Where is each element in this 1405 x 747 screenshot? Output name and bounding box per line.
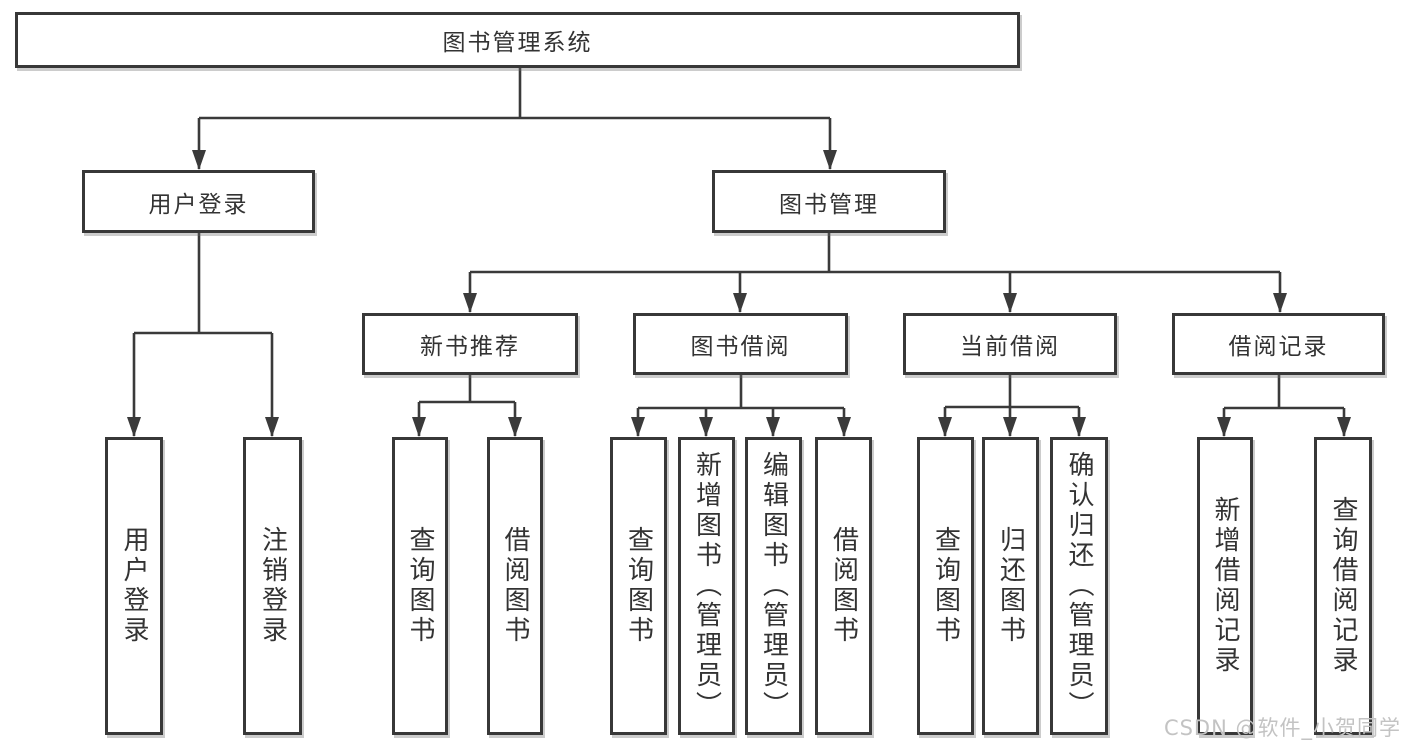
leaf-borrow-books-recommend: 借阅图书 (487, 437, 543, 735)
leaf-label: 新增借阅记录 (1210, 496, 1240, 676)
leaf-label: 借阅图书 (828, 526, 859, 646)
leaf-add-books-admin: 新增图书（管理员） (678, 437, 735, 735)
node-label: 借阅记录 (1228, 334, 1329, 360)
leaf-label: 编辑图书（管理员） (758, 451, 789, 721)
leaf-query-borrow-record: 查询借阅记录 (1314, 437, 1372, 735)
node-label: 图书管理系统 (442, 30, 593, 56)
node-label: 图书管理 (779, 191, 879, 218)
leaf-add-borrow-record: 新增借阅记录 (1197, 437, 1253, 735)
leaf-confirm-return-admin: 确认归还（管理员） (1050, 437, 1108, 735)
node-label: 新书推荐 (420, 334, 520, 360)
node-label: 图书借阅 (690, 334, 791, 360)
node-book-borrowing: 图书借阅 (633, 313, 848, 375)
node-current-borrowing: 当前借阅 (903, 313, 1117, 375)
leaf-label: 新增图书（管理员） (691, 451, 722, 721)
node-borrowing-records: 借阅记录 (1172, 313, 1385, 375)
leaf-borrow-books: 借阅图书 (815, 437, 872, 735)
node-label: 用户登录 (148, 191, 249, 218)
node-label: 当前借阅 (960, 334, 1060, 360)
leaf-user-login: 用户登录 (105, 437, 163, 735)
leaf-edit-books-admin: 编辑图书（管理员） (745, 437, 802, 735)
node-user-login-branch: 用户登录 (82, 170, 315, 233)
leaf-query-books-borrow: 查询图书 (610, 437, 667, 735)
node-book-management-branch: 图书管理 (712, 170, 946, 233)
leaf-label: 借阅图书 (500, 526, 530, 646)
leaf-logout: 注销登录 (243, 437, 302, 735)
leaf-label: 查询借阅记录 (1328, 496, 1358, 676)
leaf-label: 注销登录 (257, 526, 288, 646)
leaf-label: 确认归还（管理员） (1064, 451, 1094, 721)
leaf-label: 归还图书 (995, 526, 1026, 646)
leaf-query-books-current: 查询图书 (917, 437, 974, 735)
node-book-management-system: 图书管理系统 (15, 12, 1020, 68)
leaf-label: 查询图书 (930, 526, 961, 646)
node-new-book-recommendation: 新书推荐 (362, 313, 578, 375)
leaf-query-books-recommend: 查询图书 (392, 437, 448, 735)
leaf-label: 用户登录 (119, 526, 149, 646)
leaf-return-books: 归还图书 (982, 437, 1039, 735)
leaf-label: 查询图书 (405, 526, 435, 646)
leaf-label: 查询图书 (623, 526, 654, 646)
